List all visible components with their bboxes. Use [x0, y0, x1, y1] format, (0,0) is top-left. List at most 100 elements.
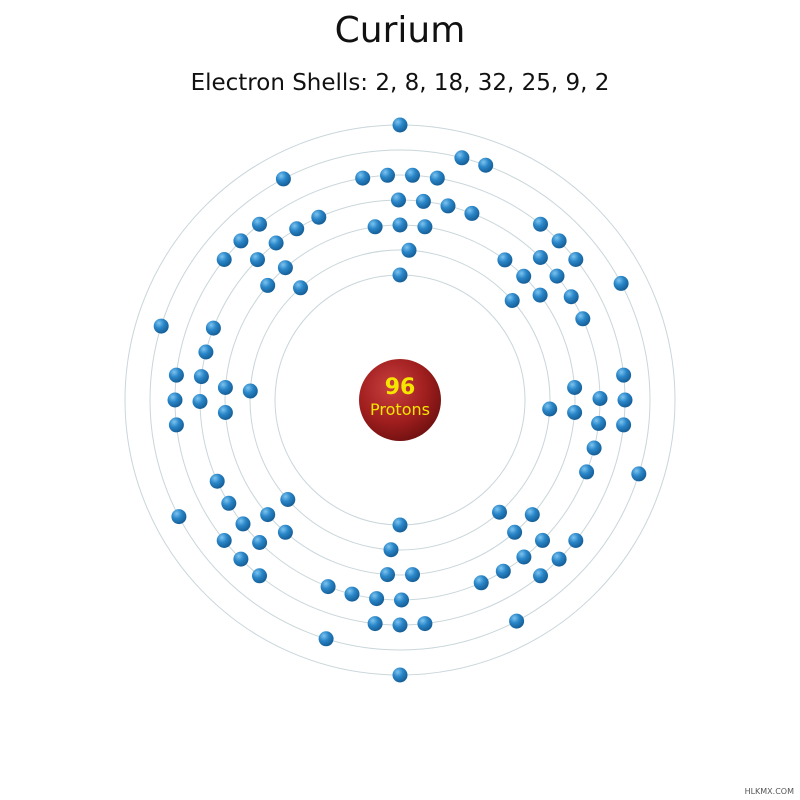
electron-shell-4-14	[516, 549, 532, 565]
electron-shell-6-5	[509, 613, 525, 629]
protons-label: Protons	[370, 400, 430, 419]
electron-shell-6-2	[478, 157, 494, 173]
electron-shell-3-13	[277, 524, 293, 540]
electron-shell-3-8	[567, 405, 583, 420]
electron-shell-3-12	[380, 567, 395, 583]
electron-shell-5-8	[616, 367, 632, 383]
electron-shell-4-32	[311, 209, 327, 225]
electron-shell-3-17	[260, 277, 276, 293]
electron-shell-3-18	[277, 260, 293, 276]
electron-shell-1-1	[392, 267, 408, 283]
electron-shell-5-25	[252, 216, 267, 232]
electron-shell-4-9	[592, 391, 608, 406]
electron-shells-label: Electron Shells: 2, 8, 18, 32, 25, 9, 2	[190, 70, 610, 96]
electron-shell-5-22	[168, 367, 184, 383]
electron-shell-4-5	[532, 250, 548, 265]
nucleus: 96 Protons	[359, 359, 441, 441]
electron-shell-4-28	[205, 320, 221, 336]
electron-shell-4-20	[320, 579, 336, 595]
electron-shell-4-18	[369, 591, 385, 607]
electron-shell-2-2	[504, 293, 520, 308]
electron-shell-4-25	[192, 394, 208, 409]
electron-shell-4-3	[440, 198, 456, 214]
electron-shell-3-7	[567, 380, 583, 395]
electron-shell-4-15	[495, 563, 511, 579]
nucleus-sphere	[359, 359, 441, 441]
electron-shell-3-3	[417, 219, 433, 235]
proton-count: 96	[385, 375, 416, 400]
electron-shell-2-6	[280, 492, 296, 507]
electron-shell-5-6	[551, 233, 567, 249]
electron-shell-2-1	[401, 242, 417, 258]
electron-shell-3-6	[532, 287, 548, 303]
electron-shell-5-17	[252, 568, 267, 584]
element-title: Curium	[334, 10, 466, 51]
watermark: HLKMX.COM	[744, 787, 794, 796]
orbit-ring-2	[249, 249, 551, 551]
electron-shell-4-21	[252, 535, 268, 550]
electron-shell-4-10	[591, 415, 607, 431]
electron-shell-2-4	[492, 504, 507, 520]
electron-shell-4-13	[535, 532, 550, 548]
electron-shell-6-9	[275, 171, 291, 187]
electron-shell-3-11	[405, 567, 420, 583]
electron-shell-3-15	[217, 405, 233, 420]
electron-shell-4-22	[235, 516, 251, 532]
electron-shell-5-24	[233, 233, 249, 249]
electron-shell-6-4	[631, 466, 647, 482]
electron-shell-2-5	[383, 542, 399, 558]
electron-shell-7-2	[392, 667, 408, 683]
electron-shell-6-8	[153, 318, 169, 334]
electron-shell-3-9	[524, 507, 540, 523]
electron-shell-6-3	[613, 275, 629, 291]
electron-shell-4-1	[391, 192, 406, 208]
electron-shell-5-15	[392, 617, 408, 633]
electron-shell-4-24	[209, 473, 225, 489]
electron-shell-4-30	[268, 235, 284, 251]
electron-shell-5-1	[355, 170, 371, 186]
electron-shell-3-10	[507, 524, 523, 540]
electron-shell-5-11	[568, 533, 584, 548]
electron-shell-4-29	[250, 252, 265, 268]
electron-shell-4-27	[198, 344, 214, 360]
electron-shell-4-12	[579, 464, 595, 480]
electron-shell-5-19	[216, 533, 232, 548]
electron-shell-2-8	[293, 280, 308, 296]
electron-shell-5-2	[380, 167, 395, 183]
electron-shell-4-16	[473, 575, 489, 591]
electron-shell-4-17	[394, 592, 409, 608]
electron-layer	[153, 117, 647, 683]
electron-shell-5-12	[551, 551, 567, 567]
electron-shell-5-14	[417, 616, 433, 632]
electron-shell-4-31	[289, 221, 305, 237]
electron-shell-6-6	[318, 631, 334, 647]
electron-shell-3-5	[516, 268, 532, 284]
electron-shell-5-13	[533, 568, 548, 584]
electron-shell-6-7	[171, 509, 187, 525]
electron-shell-5-18	[233, 551, 249, 567]
electron-shell-5-20	[168, 417, 184, 433]
electron-shell-4-11	[586, 440, 602, 456]
electron-shell-4-4	[464, 205, 480, 221]
electron-shell-5-4	[429, 170, 445, 186]
electron-shell-2-3	[542, 401, 558, 417]
electron-shell-4-23	[221, 495, 237, 511]
electron-shell-5-21	[167, 392, 183, 408]
electron-shell-3-1	[367, 219, 383, 235]
electron-shell-4-7	[563, 289, 579, 305]
electron-shell-3-14	[260, 507, 276, 523]
orbit-ring-6	[149, 149, 651, 651]
electron-shell-3-4	[497, 252, 513, 268]
electron-shell-5-16	[367, 616, 383, 632]
electron-shell-4-26	[193, 369, 209, 385]
electron-shell-5-7	[568, 252, 584, 267]
electron-shell-3-2	[392, 217, 408, 233]
electron-shell-5-3	[405, 167, 420, 183]
electron-shell-3-16	[217, 380, 233, 395]
electron-shell-5-10	[616, 417, 632, 433]
electron-shell-5-23	[216, 252, 232, 267]
electron-shell-6-1	[454, 150, 470, 166]
electron-shell-2-7	[242, 383, 258, 399]
electron-shell-4-8	[575, 311, 591, 327]
